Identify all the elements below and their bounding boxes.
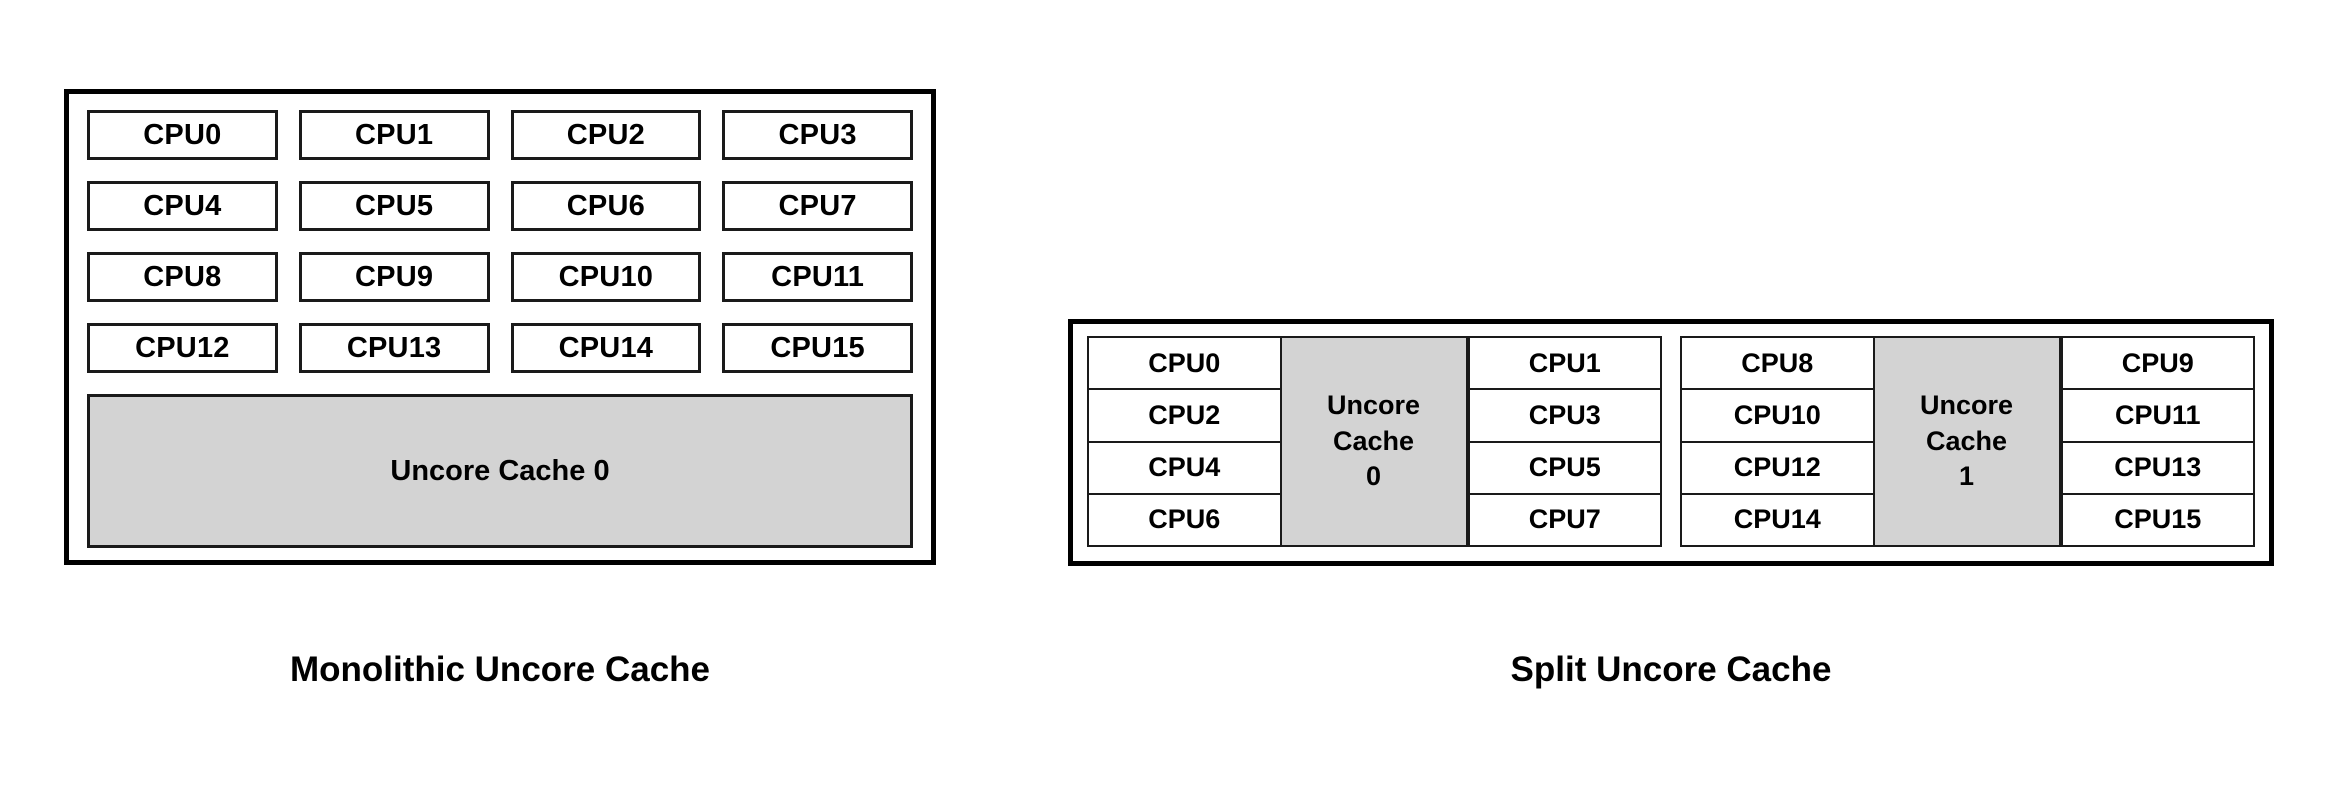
monolithic-uncore-cache-panel: CPU0 CPU1 CPU2 CPU3 CPU4 CPU5 CPU6 CPU7 … xyxy=(64,89,936,565)
cpu-box: CPU15 xyxy=(722,323,913,373)
cache-label-line-2: Cache xyxy=(1332,425,1415,456)
split-group-1-right-column: CPU9 CPU11 CPU13 CPU15 xyxy=(2060,336,2255,547)
cpu-box: CPU9 xyxy=(298,252,490,302)
split-uncore-cache-panel: CPU0 CPU2 CPU4 CPU6 Uncore Cache 0 CPU1 … xyxy=(1068,319,2274,566)
uncore-cache-block-1: Uncore Cache 1 xyxy=(1872,336,2061,547)
monolithic-caption: Monolithic Uncore Cache xyxy=(289,650,711,689)
split-group-0-right-column: CPU1 CPU3 CPU5 CPU7 xyxy=(1467,336,1662,547)
split-group-1: CPU8 CPU10 CPU12 CPU14 Uncore Cache 1 CP… xyxy=(1680,336,2255,547)
split-group-1-left-column: CPU8 CPU10 CPU12 CPU14 xyxy=(1680,336,1875,547)
cpu-box: CPU11 xyxy=(722,252,913,302)
cpu-cell: CPU11 xyxy=(2060,388,2255,443)
cpu-box: CPU3 xyxy=(722,110,913,160)
cpu-cell: CPU14 xyxy=(1680,492,1875,547)
cpu-box: CPU13 xyxy=(298,323,490,373)
cache-label-line-2: Cache xyxy=(1925,425,2008,456)
cache-label-line-3: 0 xyxy=(1365,461,1382,492)
cpu-box: CPU6 xyxy=(510,181,702,231)
cpu-box: CPU14 xyxy=(510,323,702,373)
cpu-cell: CPU3 xyxy=(1467,388,1662,443)
cache-label-line-3: 1 xyxy=(1958,461,1975,492)
cpu-box: CPU4 xyxy=(87,181,278,231)
cpu-box: CPU12 xyxy=(87,323,278,373)
cpu-box: CPU8 xyxy=(87,252,278,302)
cpu-box: CPU10 xyxy=(510,252,702,302)
uncore-cache-block-0: Uncore Cache 0 xyxy=(1279,336,1468,547)
cpu-cell: CPU12 xyxy=(1680,440,1875,495)
cpu-cell: CPU7 xyxy=(1467,492,1662,547)
cpu-box: CPU7 xyxy=(722,181,913,231)
split-group-0: CPU0 CPU2 CPU4 CPU6 Uncore Cache 0 CPU1 … xyxy=(1087,336,1662,547)
cpu-cell: CPU4 xyxy=(1087,440,1282,495)
cpu-cell: CPU8 xyxy=(1680,336,1875,391)
cpu-box: CPU1 xyxy=(298,110,490,160)
split-group-0-left-column: CPU0 CPU2 CPU4 CPU6 xyxy=(1087,336,1282,547)
cpu-cell: CPU10 xyxy=(1680,388,1875,443)
cpu-cell: CPU13 xyxy=(2060,440,2255,495)
cpu-box: CPU2 xyxy=(510,110,702,160)
cpu-cell: CPU6 xyxy=(1087,492,1282,547)
cpu-box: CPU0 xyxy=(87,110,278,160)
split-caption: Split Uncore Cache xyxy=(1510,650,1832,689)
uncore-cache-block: Uncore Cache 0 xyxy=(87,394,913,548)
cpu-box: CPU5 xyxy=(298,181,490,231)
cpu-cell: CPU15 xyxy=(2060,492,2255,547)
cpu-cell: CPU2 xyxy=(1087,388,1282,443)
cache-label-line-1: Uncore xyxy=(1919,390,2014,421)
cpu-cell: CPU5 xyxy=(1467,440,1662,495)
cpu-cell: CPU0 xyxy=(1087,336,1282,391)
cache-label-line-1: Uncore xyxy=(1326,390,1421,421)
cpu-cell: CPU1 xyxy=(1467,336,1662,391)
monolithic-cpu-grid: CPU0 CPU1 CPU2 CPU3 CPU4 CPU5 CPU6 CPU7 … xyxy=(87,110,913,373)
cpu-cell: CPU9 xyxy=(2060,336,2255,391)
